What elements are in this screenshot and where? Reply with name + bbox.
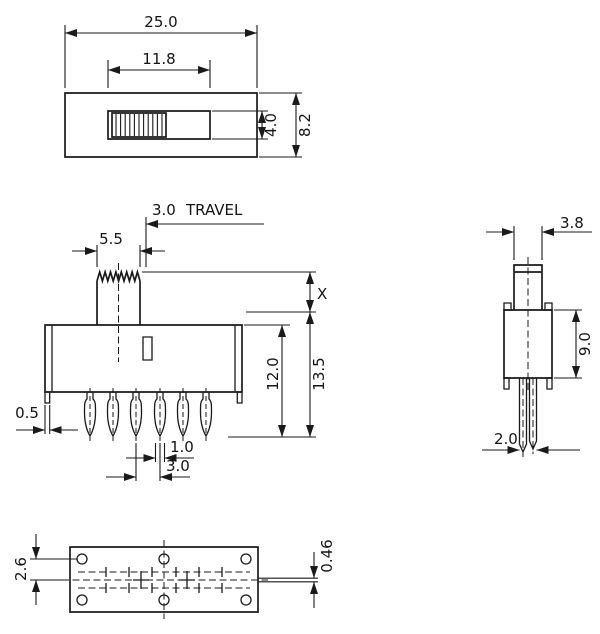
dim-knob-width: 11.8	[142, 50, 175, 68]
front-view-pins	[83, 392, 213, 438]
dim-height-x: X	[317, 285, 327, 303]
dim-pin-span: 2.0	[494, 430, 518, 448]
top-view-extension-lines	[64, 25, 302, 158]
dim-slot-height: 4.0	[262, 113, 280, 137]
front-view-body-outline	[44, 268, 243, 393]
dim-hole-offset: 2.6	[12, 557, 30, 581]
dim-frame-thickness: 0.5	[15, 404, 39, 422]
front-view-frame-details	[44, 325, 243, 404]
dim-body-height-front: 12.0	[264, 357, 282, 390]
bottom-view-terminals	[105, 567, 223, 593]
side-view-extension-lines	[513, 226, 582, 379]
dim-terminal-thickness: 0.46	[318, 539, 336, 572]
dim-actuator-depth: 3.8	[560, 214, 584, 232]
dim-travel-value: 3.0	[152, 201, 176, 219]
bottom-view-extension-lines	[30, 558, 318, 583]
bottom-view: 2.6 0.46	[12, 534, 336, 619]
bottom-view-outline	[69, 546, 259, 613]
side-view-centerlines	[522, 257, 534, 457]
top-view: 25.0 11.8 4.0 8.2	[64, 13, 314, 158]
side-view-details	[503, 302, 553, 390]
dim-pin-pitch: 3.0	[166, 457, 190, 475]
dim-actuator-width: 5.5	[99, 230, 123, 248]
dim-travel-label: TRAVEL	[185, 201, 243, 219]
knob-hatch	[115, 114, 163, 136]
front-view: 3.0 TRAVEL 5.5 X 12.0 13.5 0.5 1.0 3.0	[15, 201, 328, 481]
front-view-extension-lines	[44, 217, 316, 481]
pin-centerlines	[89, 388, 207, 441]
side-view: 3.8 9.0 2.0	[482, 214, 594, 457]
dim-overall-width: 25.0	[144, 13, 177, 31]
dim-body-depth: 9.0	[576, 332, 594, 356]
bottom-view-centerlines	[62, 540, 268, 619]
dim-pin-width: 1.0	[170, 438, 194, 456]
dim-body-height: 8.2	[296, 113, 314, 137]
dim-overall-height: 13.5	[310, 357, 328, 390]
top-view-body-outline	[64, 92, 258, 158]
